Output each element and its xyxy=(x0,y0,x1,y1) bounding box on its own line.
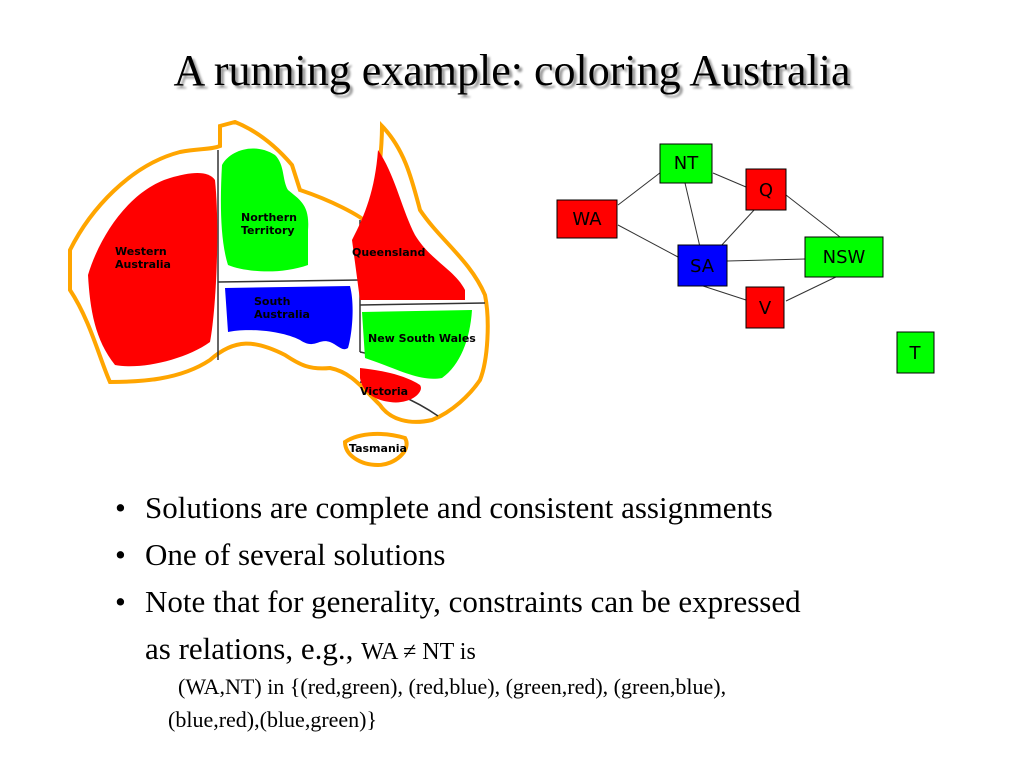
svg-text:NSW: NSW xyxy=(823,247,866,268)
label-new-south-wales: New South Wales xyxy=(368,332,476,345)
graph-node-t: T xyxy=(896,331,935,374)
region-tasmania xyxy=(342,431,409,468)
bullet-item: • Note that for generality, constraints … xyxy=(115,578,1015,676)
bullet-text-3a: Note that for generality, constraints ca… xyxy=(145,584,801,619)
region-south-australia xyxy=(225,286,353,350)
graph-node-wa: WA xyxy=(556,199,618,239)
bullet-text-1: Solutions are complete and consistent as… xyxy=(145,490,773,525)
bullet-item: • Solutions are complete and consistent … xyxy=(115,484,1015,531)
svg-text:SA: SA xyxy=(690,256,715,277)
relation-line-2: (blue,red),(blue,green)} xyxy=(168,707,378,732)
relation-line-1: (WA,NT) in {(red,green), (red,blue), (gr… xyxy=(178,674,727,699)
edge-nsw-v xyxy=(785,274,841,302)
graph-edges xyxy=(617,168,841,302)
graph-node-nt: NT xyxy=(659,143,713,184)
bullet-text-3c: WA ≠ NT is xyxy=(361,639,476,665)
bullet-text-3b: as relations, e.g., xyxy=(145,631,354,666)
graph-node-nsw: NSW xyxy=(804,236,884,278)
label-queensland: Queensland xyxy=(352,246,425,259)
edge-sa-q xyxy=(719,208,756,248)
region-queensland xyxy=(352,150,465,300)
label-victoria: Victoria xyxy=(360,385,408,398)
bullet-dot: • xyxy=(115,584,126,619)
region-western-australia xyxy=(88,173,218,367)
constraint-graph: WA NT Q SA NSW V T xyxy=(556,143,935,374)
edge-q-nsw xyxy=(785,194,841,238)
continent-outline xyxy=(68,120,490,424)
region-victoria xyxy=(360,368,421,403)
svg-text:V: V xyxy=(759,298,772,319)
edge-sa-v xyxy=(699,284,747,301)
svg-text:WA: WA xyxy=(572,209,602,230)
slide-title: A running example: coloring Australia xyxy=(173,46,851,95)
edge-nt-q xyxy=(712,172,747,188)
edge-wa-nt xyxy=(617,168,666,206)
edge-wa-sa xyxy=(617,224,679,258)
bullet-text-2: One of several solutions xyxy=(145,537,446,572)
svg-text:NT: NT xyxy=(674,153,699,174)
graph-node-v: V xyxy=(745,286,785,329)
label-tasmania: Tasmania xyxy=(349,442,407,455)
edge-sa-nsw xyxy=(726,258,806,262)
bullet-list: • Solutions are complete and consistent … xyxy=(115,484,1015,676)
bullet-dot: • xyxy=(115,537,126,572)
svg-text:T: T xyxy=(909,343,922,364)
svg-text:Q: Q xyxy=(759,180,773,201)
graph-node-q: Q xyxy=(745,168,787,211)
region-northern-territory xyxy=(220,148,309,272)
graph-node-sa: SA xyxy=(677,244,728,287)
region-new-south-wales xyxy=(362,310,472,379)
bullet-item: • One of several solutions xyxy=(115,531,1015,578)
edge-nt-sa xyxy=(684,182,701,248)
bullet-dot: • xyxy=(115,490,126,525)
